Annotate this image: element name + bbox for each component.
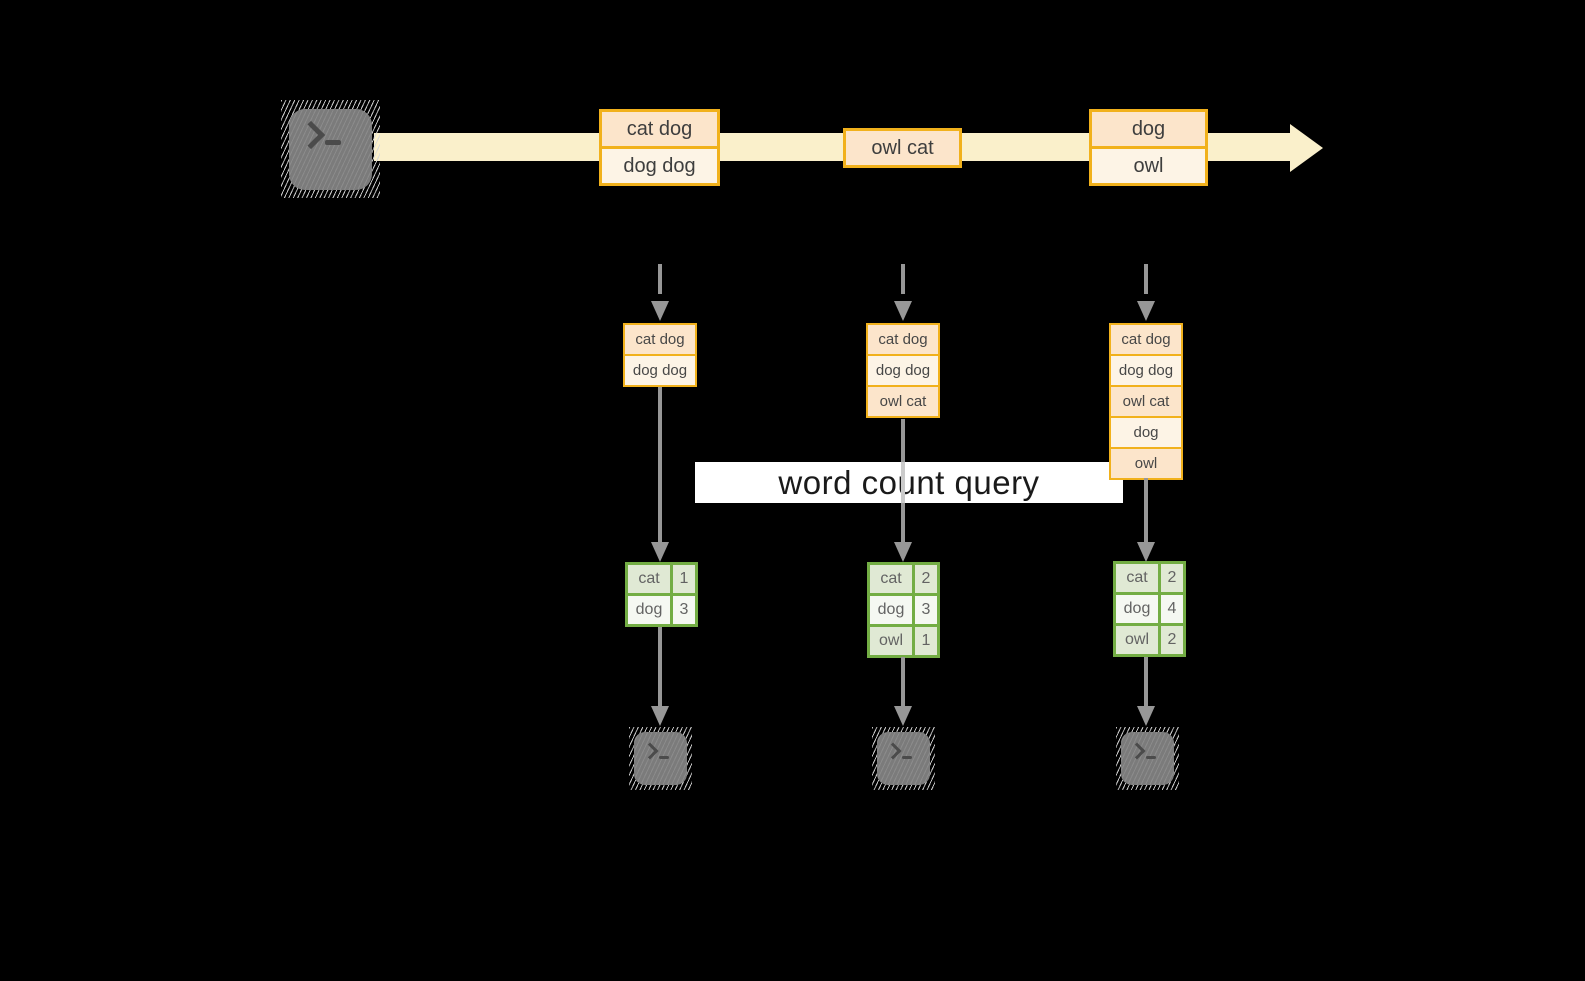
ingest-arrowhead-icon: [1137, 301, 1155, 321]
query-arrow: [658, 387, 662, 542]
stream-event-row: owl cat: [846, 131, 959, 165]
word-cell: dog: [870, 596, 912, 624]
count-cell: 4: [1161, 595, 1183, 623]
count-cell: 3: [915, 596, 937, 624]
count-cell: 3: [673, 596, 695, 624]
count-table-3: cat 2 dog 4 owl 2: [1113, 561, 1186, 657]
buffer-row: cat dog: [1111, 325, 1181, 354]
buffer-row: dog dog: [868, 354, 938, 385]
word-cell: dog: [1116, 595, 1158, 623]
prompt-chevron-icon: [296, 120, 326, 150]
stream-event-row: owl: [1092, 146, 1205, 183]
sink-terminal-icon: [872, 727, 935, 790]
buffer-row: owl cat: [868, 385, 938, 416]
stream-event-row: dog: [1092, 112, 1205, 146]
count-cell: 1: [915, 627, 937, 655]
ingest-arrow-dash: [1144, 264, 1148, 294]
prompt-dash-icon: [902, 756, 912, 759]
terminal-screen: [1121, 732, 1174, 785]
prompt-dash-icon: [325, 140, 341, 145]
buffer-row: owl cat: [1111, 385, 1181, 416]
sink-terminal-icon: [629, 727, 692, 790]
word-cell: cat: [628, 565, 670, 593]
terminal-screen: [634, 732, 687, 785]
output-arrow: [901, 657, 905, 706]
buffer-row: cat dog: [625, 325, 695, 354]
output-arrowhead-icon: [1137, 706, 1155, 726]
ingest-arrowhead-icon: [651, 301, 669, 321]
prompt-chevron-icon: [884, 742, 902, 760]
count-cell: 1: [673, 565, 695, 593]
buffer-row: dog dog: [625, 354, 695, 385]
query-arrowhead-icon: [651, 542, 669, 562]
count-cell: 2: [1161, 626, 1183, 654]
prompt-dash-icon: [659, 756, 669, 759]
stream-arrowhead-icon: [1290, 124, 1323, 172]
count-cell: 2: [1161, 564, 1183, 592]
count-cell: 2: [915, 565, 937, 593]
word-cell: cat: [1116, 564, 1158, 592]
ingest-arrowhead-icon: [894, 301, 912, 321]
query-banner: word count query: [695, 462, 1123, 503]
output-arrowhead-icon: [894, 706, 912, 726]
prompt-dash-icon: [1146, 756, 1156, 759]
terminal-screen: [877, 732, 930, 785]
query-arrow: [1144, 478, 1148, 542]
buffer-row: cat dog: [868, 325, 938, 354]
output-arrow: [658, 627, 662, 706]
count-table-2: cat 2 dog 3 owl 1: [867, 562, 940, 658]
stream-event-box-2: owl cat: [843, 128, 962, 168]
output-arrowhead-icon: [651, 706, 669, 726]
stream-event-row: cat dog: [602, 112, 717, 146]
buffer-row: dog: [1111, 416, 1181, 447]
buffer-row: owl: [1111, 447, 1181, 478]
query-arrowhead-icon: [894, 542, 912, 562]
word-cell: cat: [870, 565, 912, 593]
ingest-arrow-dash: [901, 264, 905, 294]
sink-terminal-icon: [1116, 727, 1179, 790]
word-cell: owl: [870, 627, 912, 655]
prompt-chevron-icon: [641, 742, 659, 760]
buffer-row: dog dog: [1111, 354, 1181, 385]
prompt-chevron-icon: [1128, 742, 1146, 760]
count-table-1: cat 1 dog 3: [625, 562, 698, 627]
stream-event-box-1: cat dog dog dog: [599, 109, 720, 186]
output-arrow: [1144, 657, 1148, 706]
query-arrowhead-icon: [1137, 542, 1155, 562]
stream-event-box-3: dog owl: [1089, 109, 1208, 186]
word-cell: owl: [1116, 626, 1158, 654]
terminal-screen: [289, 109, 372, 190]
record-buffer-1: cat dog dog dog: [623, 323, 697, 387]
record-buffer-3: cat dog dog dog owl cat dog owl: [1109, 323, 1183, 480]
source-terminal-icon: [281, 100, 380, 198]
ingest-arrow-dash: [658, 264, 662, 294]
record-buffer-2: cat dog dog dog owl cat: [866, 323, 940, 418]
query-banner-label: word count query: [778, 464, 1040, 501]
word-cell: dog: [628, 596, 670, 624]
stream-event-row: dog dog: [602, 146, 717, 183]
arrow-through-banner: [901, 462, 905, 503]
